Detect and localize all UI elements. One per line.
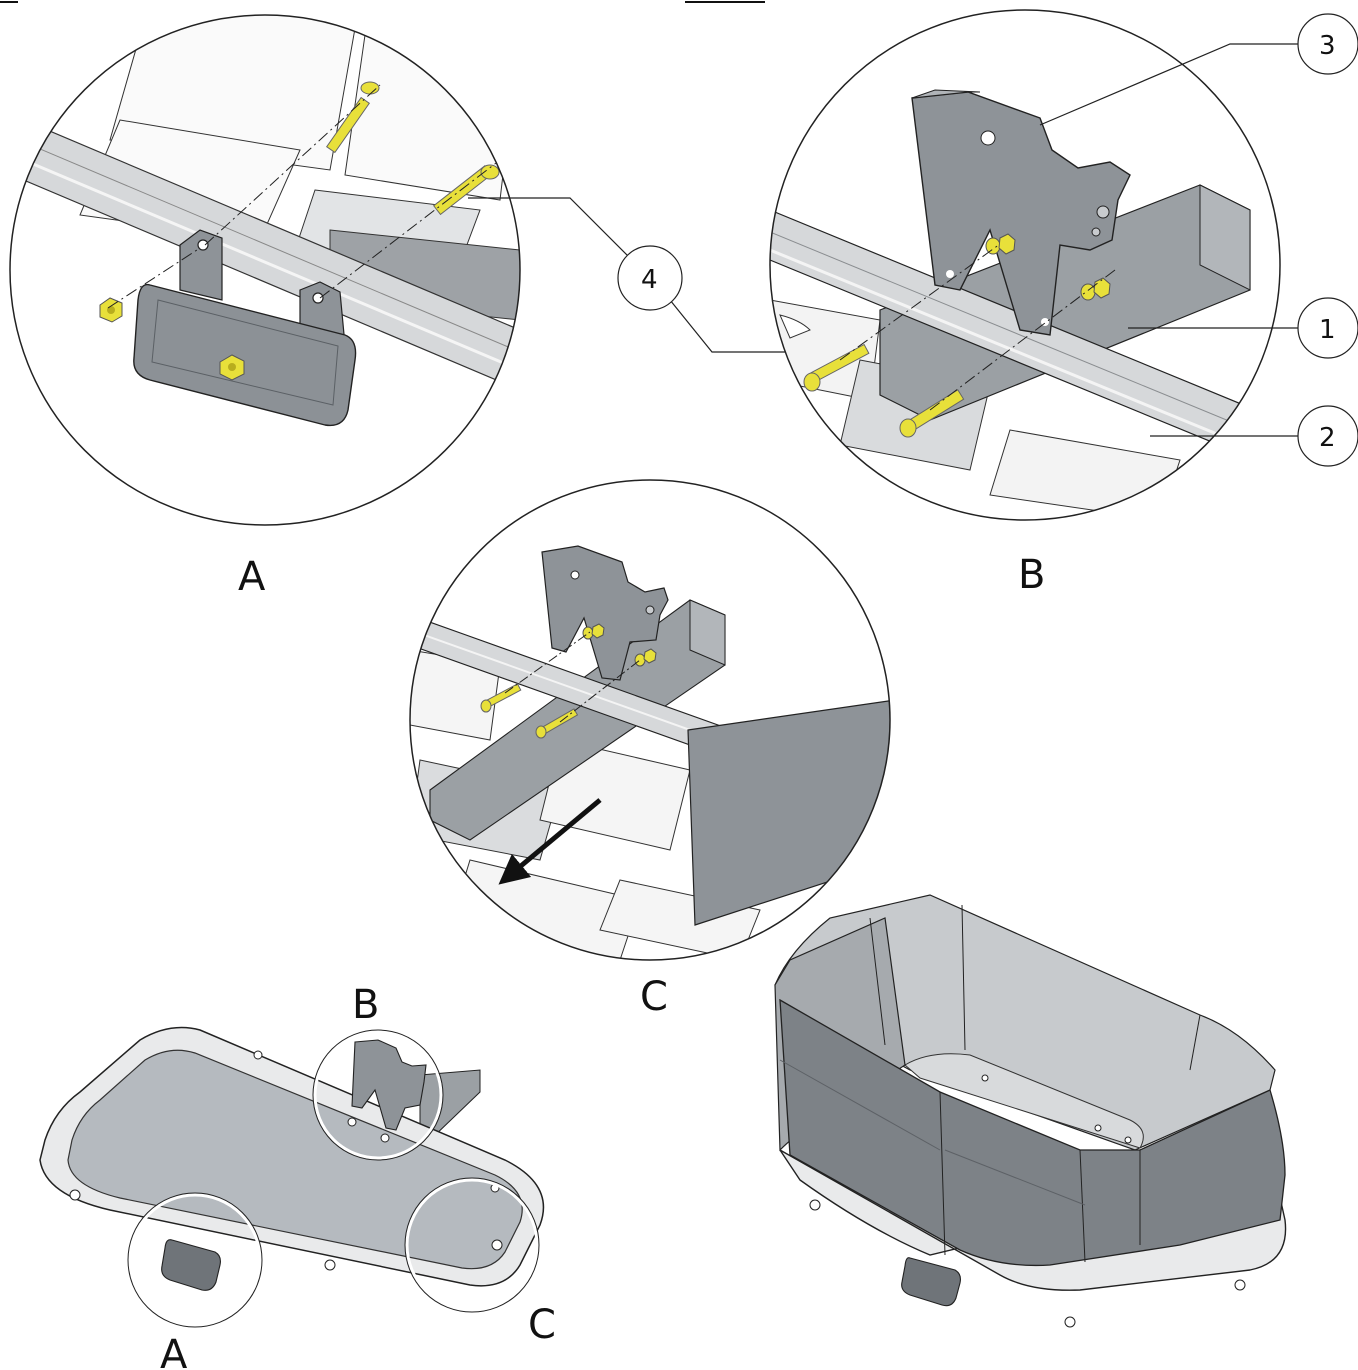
rail-tube-a (10, 109, 520, 391)
overview-marker-a (128, 1193, 262, 1327)
mounting-bracket-c (541, 545, 669, 681)
axis-lines-c (504, 631, 641, 723)
overview-label-b: B (352, 982, 379, 1028)
view-label-b: B (1018, 552, 1045, 598)
basket-panel-seams (779, 904, 1201, 1263)
overview-bracket (351, 1039, 427, 1131)
basket-base-rail (779, 1149, 1287, 1291)
overview-base-frame: A B C (39, 982, 556, 1370)
basket-clips (809, 1074, 1246, 1328)
rail-tube-b (770, 209, 1280, 471)
detail-circle-a (9, 14, 521, 526)
detail-circle-b (769, 9, 1281, 521)
floor-trays-c (410, 649, 761, 960)
nut-a-left (99, 297, 123, 323)
bolts-b (803, 343, 965, 438)
callout-3: 3 (1039, 13, 1358, 126)
overview-marker-b-outline (312, 1029, 444, 1161)
axis-lines-b (839, 243, 1116, 411)
overview-clips (69, 1050, 503, 1271)
overview-marker-c (405, 1178, 539, 1312)
view-label-c: C (640, 974, 668, 1020)
nut-a-center (219, 354, 245, 381)
bumper-pad-a (133, 283, 357, 427)
square-beam-b (879, 184, 1251, 421)
callout-3-text: 3 (1319, 31, 1336, 61)
overview-label-c: C (528, 1302, 556, 1348)
overview-label-a: A (160, 1332, 188, 1370)
insert-direction-arrow (498, 798, 602, 885)
callout-2-text: 2 (1319, 423, 1336, 453)
bolt-a-lower (433, 164, 500, 216)
basket-front-bumper (901, 1257, 961, 1307)
overview-marker-c-outline (404, 1177, 540, 1313)
bolt-a-upper (326, 81, 380, 154)
detail-view-a: A (9, 14, 521, 600)
basket-front-wall (779, 998, 1286, 1267)
callout-4-text: 4 (641, 265, 658, 295)
callout-2: 2 (1150, 405, 1358, 467)
mounting-bracket-b (911, 89, 1131, 336)
overview-tray (67, 1049, 523, 1270)
detail-view-b: B (769, 9, 1281, 598)
side-panel-c (687, 699, 890, 926)
overview-marker-b (313, 1030, 443, 1160)
overview-bumper (161, 1239, 221, 1291)
overview-marker-a-outline (127, 1192, 263, 1328)
assembled-basket (774, 894, 1287, 1328)
view-label-a: A (238, 554, 266, 600)
callout-1: 1 (1128, 297, 1358, 359)
axis-lines-a (107, 84, 501, 309)
bolts-c (480, 683, 579, 739)
basket-back-wall (774, 894, 1276, 1151)
basket-inner-floor (904, 1053, 1144, 1149)
detail-circle-c (409, 479, 891, 961)
callout-4: 4 (468, 197, 860, 353)
washers-nuts-c (582, 623, 657, 667)
callout-1-text: 1 (1319, 315, 1336, 345)
